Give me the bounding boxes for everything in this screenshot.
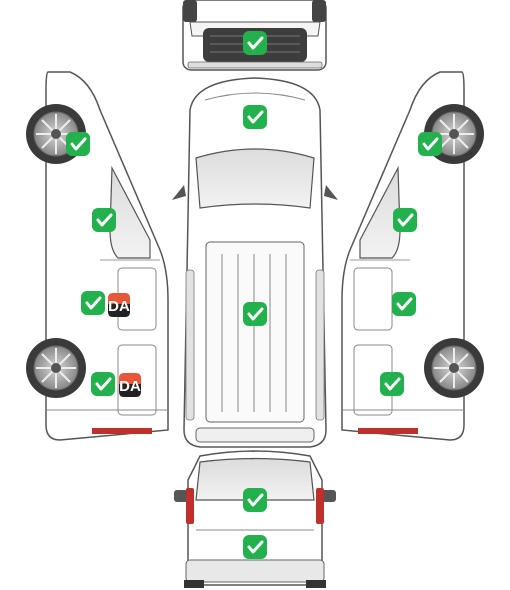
damage-badge-label: DA [108,298,130,315]
check-icon-left-sliding-door[interactable] [81,291,105,315]
check-icon-roof-front[interactable] [243,105,267,129]
check-icon-right-front-wheel[interactable] [418,132,442,156]
top-view [172,77,338,448]
check-icon-left-rear-panel[interactable] [91,372,115,396]
right-side-view [341,71,485,441]
markers-layer: DA DA [66,31,442,559]
check-icon-left-front-door[interactable] [92,208,116,232]
front-view [182,0,327,71]
check-icon-left-front-wheel[interactable] [66,132,90,156]
damage-badge-left-rear-panel[interactable]: DA [119,373,141,397]
check-icon-right-rear-panel[interactable] [380,372,404,396]
check-icon-rear-window[interactable] [243,488,267,512]
damage-badge-label: DA [119,378,141,395]
check-icon-roof-cargo[interactable] [243,302,267,326]
damage-badge-left-sliding-door[interactable]: DA [108,293,130,317]
check-icon-right-front-door[interactable] [393,208,417,232]
check-icon-rear-bumper[interactable] [243,535,267,559]
rear-view [174,450,336,588]
check-icon-right-sliding-door[interactable] [392,292,416,316]
check-icon-front-grille[interactable] [243,31,267,55]
